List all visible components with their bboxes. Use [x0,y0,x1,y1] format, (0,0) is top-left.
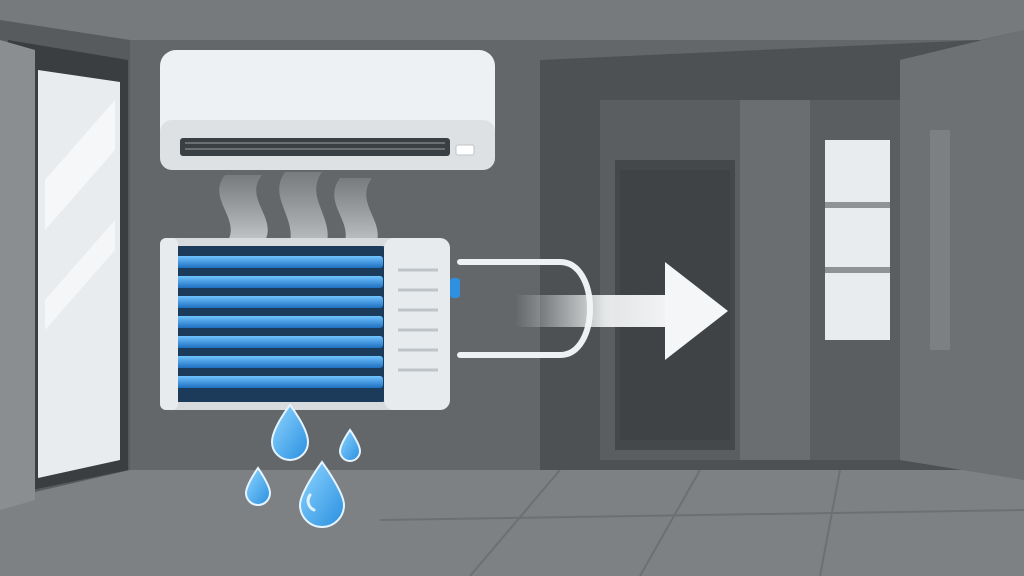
floor [0,470,1024,576]
corridor-window [825,140,890,340]
evaporator-coil-icon [160,238,460,410]
air-conditioner-icon [160,50,495,170]
ceiling [0,0,1024,40]
corridor-pillar [740,100,810,460]
window [0,40,128,510]
right-wall [900,30,1024,480]
